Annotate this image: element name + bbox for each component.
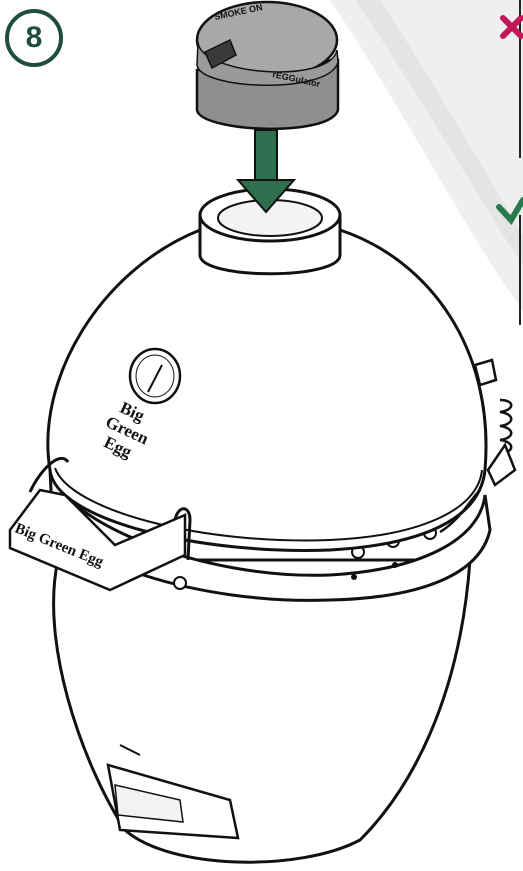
step-number-badge: 8 — [5, 9, 63, 67]
step-number: 8 — [26, 21, 43, 55]
egg-base — [54, 560, 470, 862]
egg-dome — [48, 230, 486, 550]
regulator-cap: SMOKE ON rEGGulator — [197, 2, 338, 129]
thermometer-icon — [130, 349, 180, 403]
